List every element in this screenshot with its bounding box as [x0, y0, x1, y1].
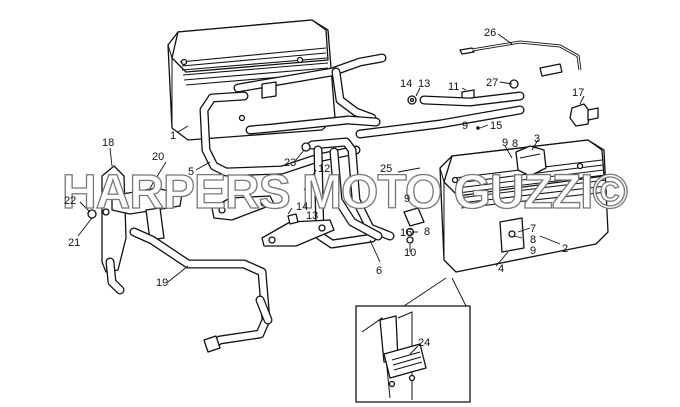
- callout-8c: 8: [424, 226, 430, 238]
- callout-14b: 14: [296, 201, 308, 213]
- watermark: HARPERS MOTO GUZZI©: [62, 166, 627, 219]
- callout-24: 24: [418, 337, 430, 349]
- left-side-frame: [199, 91, 381, 221]
- callout-6: 6: [376, 265, 382, 277]
- callout-5: 5: [188, 166, 194, 178]
- callout-8b: 8: [512, 138, 518, 150]
- small-parts: [287, 89, 599, 244]
- lower-left-frame: [87, 165, 273, 353]
- callout-7: 7: [530, 223, 536, 235]
- callout-27: 27: [486, 77, 498, 89]
- callout-23: 23: [284, 157, 296, 169]
- callout-26: 26: [484, 27, 496, 39]
- cable-26: [459, 40, 582, 89]
- callout-21: 21: [68, 237, 80, 249]
- callout-16: 16: [400, 227, 412, 239]
- callout-17: 17: [572, 87, 584, 99]
- right-pannier-case: [439, 139, 609, 273]
- callout-9d: 9: [404, 193, 410, 205]
- callout-9a: 9: [530, 245, 536, 257]
- callout-9c: 9: [462, 120, 468, 132]
- callout-14a: 14: [400, 78, 412, 90]
- callout-13a: 13: [418, 78, 430, 90]
- callout-10: 10: [404, 247, 416, 259]
- callout-18: 18: [102, 137, 114, 149]
- detail-inset: [355, 277, 471, 403]
- upper-rail: [233, 53, 387, 123]
- callout-11: 11: [448, 81, 459, 93]
- callout-20: 20: [152, 151, 164, 163]
- callout-numbers: 1 2 3 4 5 6 7 8 8 8 9 9 9 9 10 11 12 13 …: [64, 27, 584, 349]
- callout-3: 3: [534, 133, 540, 145]
- callout-22: 22: [64, 195, 76, 207]
- callout-4: 4: [498, 263, 504, 275]
- callout-12: 12: [318, 163, 330, 175]
- right-side-frame: [329, 147, 383, 241]
- callout-2: 2: [562, 243, 568, 255]
- callout-25: 25: [380, 163, 392, 175]
- lid-handle: [515, 145, 547, 177]
- left-pannier-case: [167, 19, 336, 141]
- callout-19: 19: [156, 277, 168, 289]
- callout-15: 15: [490, 120, 502, 132]
- leader-lines: [77, 33, 585, 355]
- callout-8a: 8: [530, 234, 536, 246]
- callout-1: 1: [170, 130, 176, 142]
- callout-13b: 13: [306, 210, 318, 222]
- callout-9b: 9: [502, 137, 508, 149]
